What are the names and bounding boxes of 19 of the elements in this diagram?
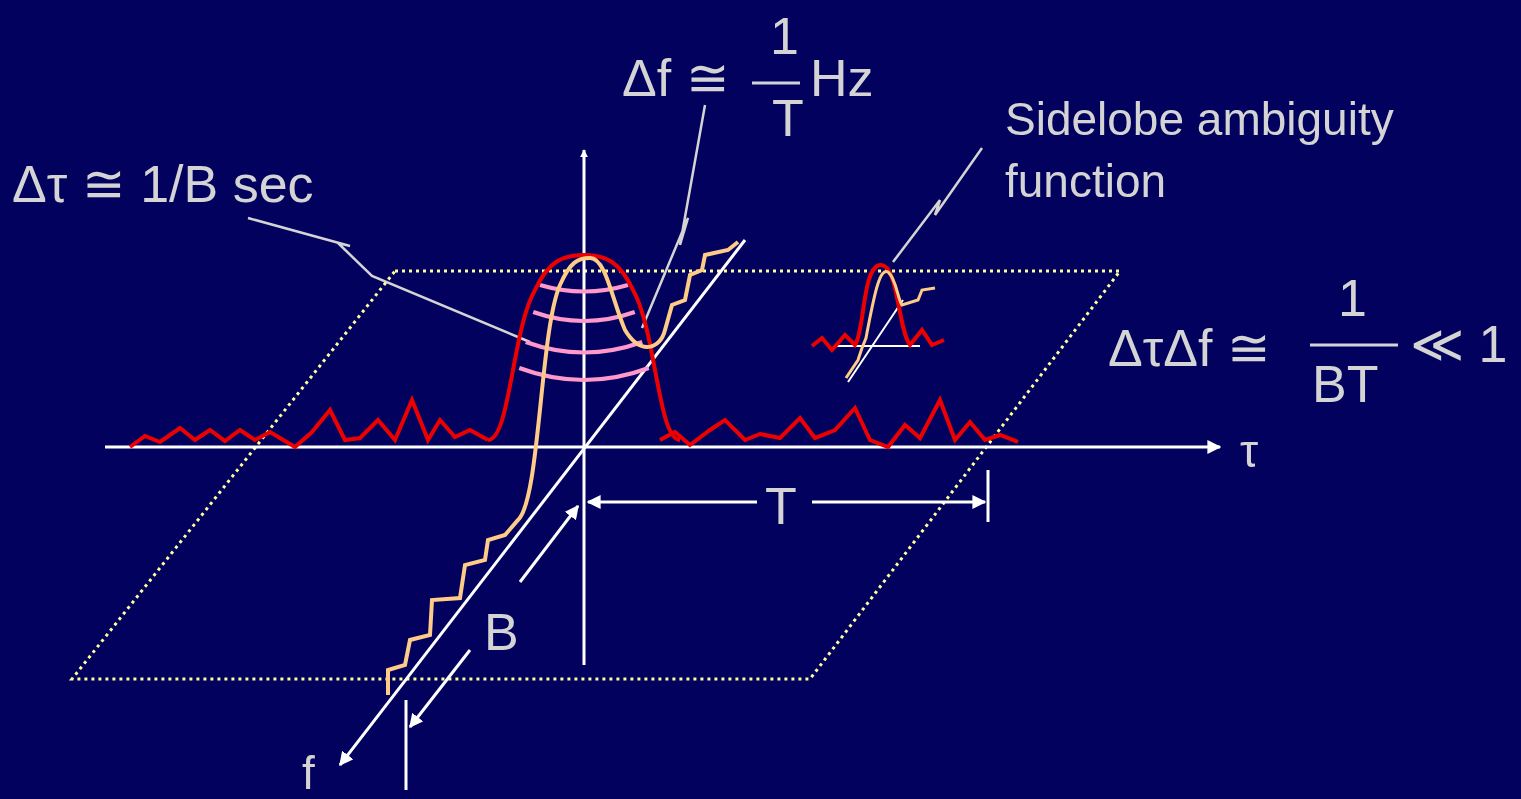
sidelobe-peak-drawing: [810, 263, 945, 383]
axis-label: τ: [1240, 428, 1259, 474]
formula-term: Hz: [810, 52, 874, 104]
annotation-text: Δf ≅: [622, 52, 730, 104]
annotation-text: Sidelobe ambiguity function: [1005, 92, 1395, 210]
formula-term: ΔτΔf ≅: [1108, 322, 1271, 374]
formula-term: BT: [1312, 358, 1379, 410]
leader-line: [640, 104, 707, 329]
leader-line: [247, 216, 531, 344]
dimension-label: B: [484, 606, 519, 658]
frequency-cut-curve: [386, 240, 740, 695]
annotation-text: Δτ ≅ 1/B sec: [12, 158, 314, 210]
leader-line: [892, 147, 984, 263]
formula-term: T: [772, 92, 804, 144]
formula-term: 1: [770, 10, 799, 62]
formula-term: ≪ 1: [1410, 318, 1508, 370]
formula-term: 1: [1338, 272, 1367, 324]
axis-label: f: [302, 750, 315, 796]
dimension-label: T: [765, 480, 797, 532]
